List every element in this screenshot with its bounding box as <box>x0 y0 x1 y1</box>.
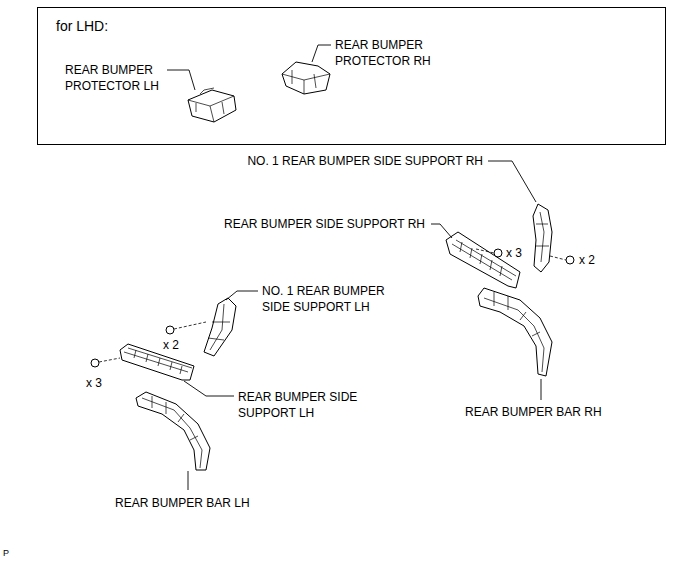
quantity: x 3 <box>506 245 522 261</box>
side-support-lh <box>120 344 194 380</box>
node-heading: for LHD: <box>56 18 647 35</box>
part-name: REAR BUMPER BAR RH <box>465 404 602 420</box>
bumper-bar-rh <box>478 288 552 376</box>
no1-side-support-rh <box>533 204 552 272</box>
no1-side-support-lh <box>204 298 236 356</box>
part-name: NO. 1 REAR BUMPER SIDE SUPPORT RH <box>247 153 483 169</box>
part-name: REAR BUMPER SIDE SUPPORT RH <box>224 216 425 232</box>
part-name: NO. 1 REAR BUMPER SIDE SUPPORT LH <box>262 283 402 315</box>
quantity: x 2 <box>163 337 179 353</box>
protector-lh <box>188 88 236 122</box>
bumper-bar-lh <box>136 392 210 470</box>
leader-lines <box>167 45 541 490</box>
part-name: REAR BUMPER PROTECTOR LH <box>65 62 170 94</box>
part-name: REAR BUMPER BAR LH <box>115 495 250 511</box>
screws-rh <box>476 249 574 264</box>
figure-code: P <box>3 547 9 559</box>
quantity: x 3 <box>86 375 102 391</box>
quantity: x 2 <box>579 252 595 268</box>
part-name: REAR BUMPER PROTECTOR RH <box>335 37 440 69</box>
part-name: REAR BUMPER SIDE SUPPORT LH <box>238 389 362 421</box>
protector-rh <box>282 62 330 94</box>
